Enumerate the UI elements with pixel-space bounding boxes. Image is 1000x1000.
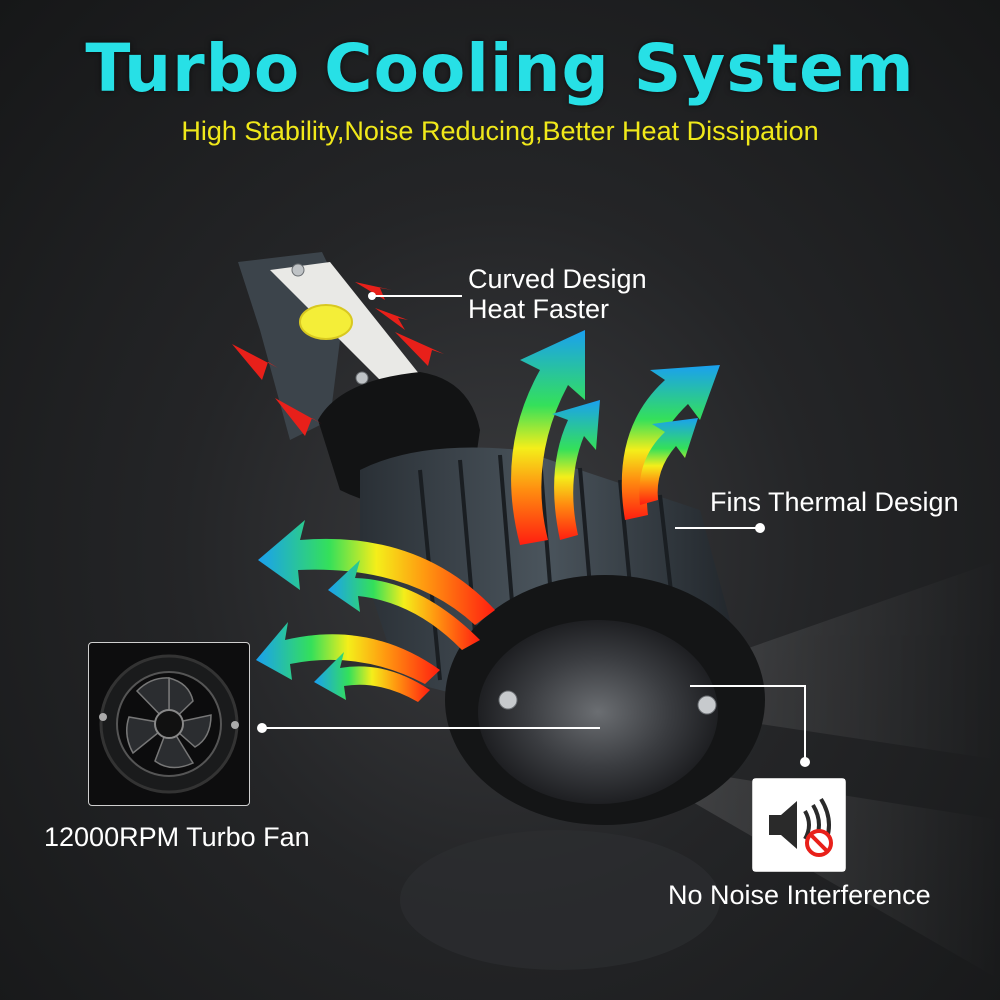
turbo-fan-icon bbox=[99, 654, 239, 794]
page-title: Turbo Cooling System bbox=[85, 30, 915, 107]
callout-lines bbox=[262, 295, 806, 762]
callout-turbo-fan: 12000RPM Turbo Fan bbox=[44, 822, 310, 852]
callout-fins: Fins Thermal Design bbox=[710, 487, 959, 517]
fan-base bbox=[445, 575, 765, 825]
heat-arrows-up bbox=[511, 330, 720, 545]
reflection bbox=[400, 830, 720, 970]
fan-detail-panel bbox=[88, 642, 250, 806]
callout-curved-design: Curved Design Heat Faster bbox=[468, 264, 647, 324]
heat-arrows-left bbox=[256, 520, 495, 702]
led-chip bbox=[299, 304, 353, 340]
page-subtitle: High Stability,Noise Reducing,Better Hea… bbox=[181, 116, 819, 146]
led-chip-arm bbox=[238, 252, 420, 440]
callout-curved-line2: Heat Faster bbox=[468, 294, 610, 324]
muted-speaker-icon bbox=[753, 779, 845, 871]
callout-curved-line1: Curved Design bbox=[468, 264, 647, 294]
noise-icon-panel bbox=[752, 778, 846, 872]
callout-no-noise: No Noise Interference bbox=[668, 880, 931, 910]
